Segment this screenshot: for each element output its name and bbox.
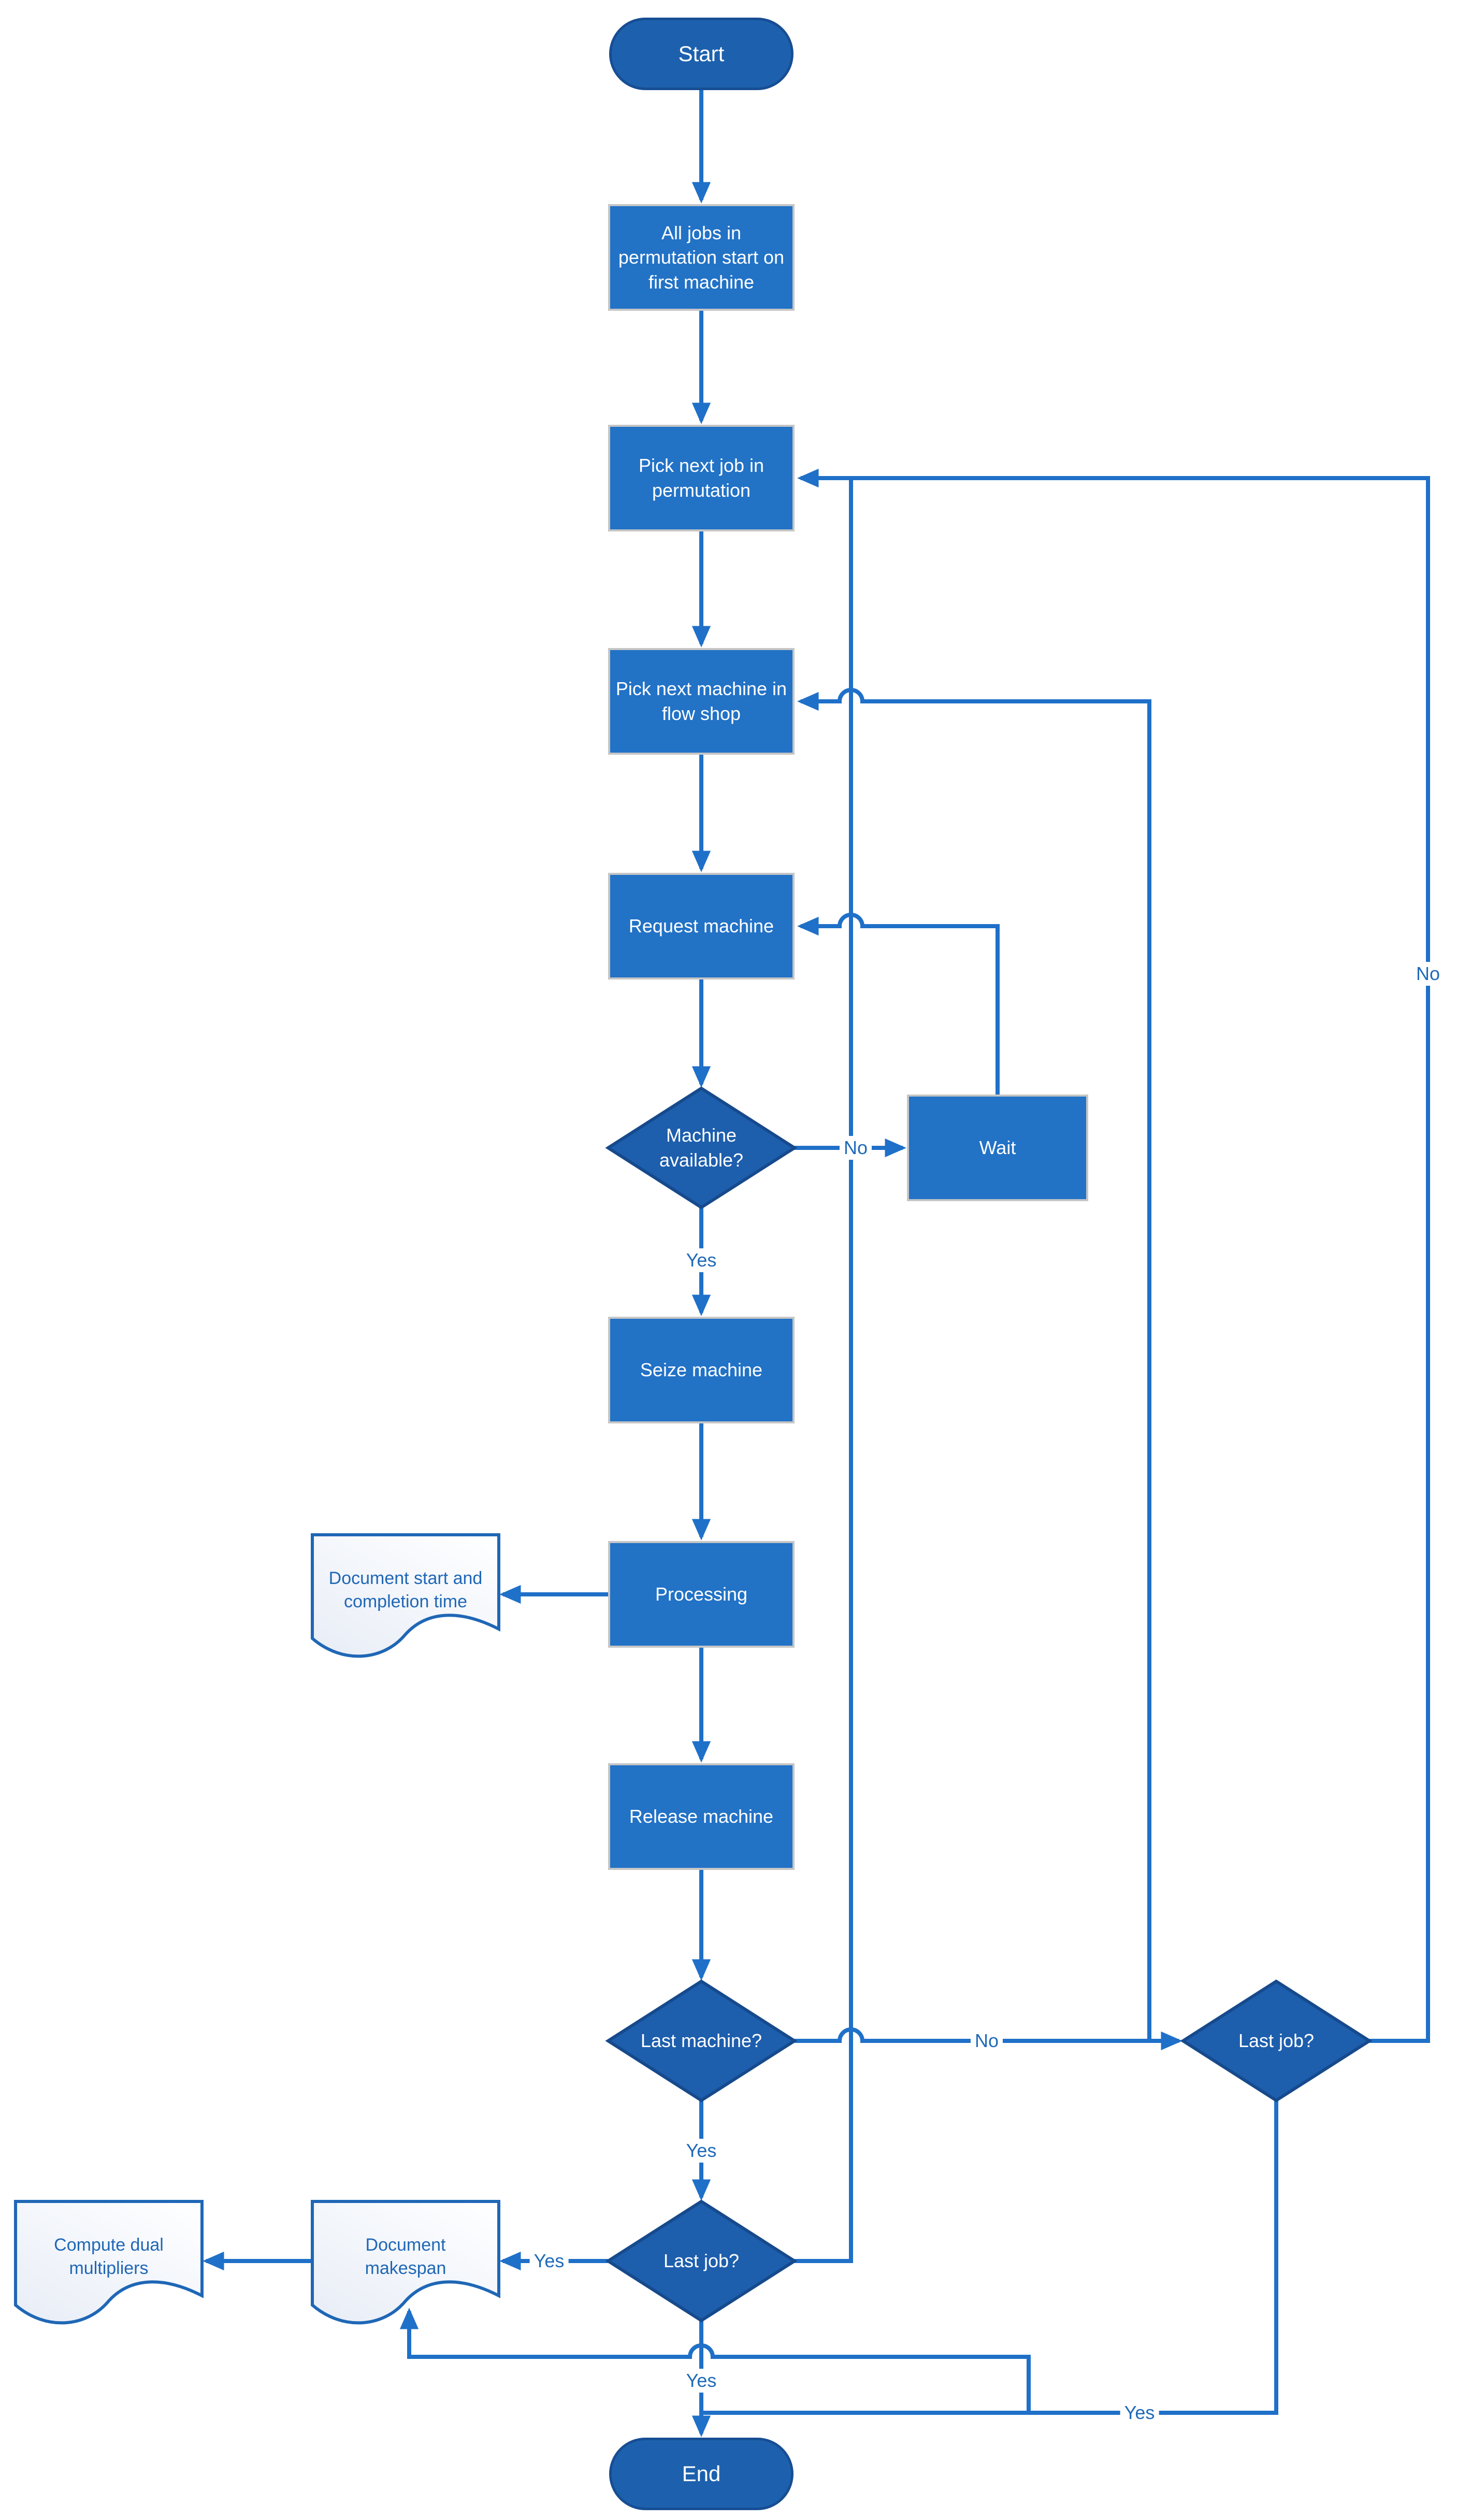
node-init: All jobs in permutation start on first m… [608, 204, 795, 311]
node-last-job-right: Last job? [1238, 2030, 1315, 2052]
edge-label-available-yes: Yes [682, 1248, 721, 1272]
edge-label-last-machine-no: No [970, 2029, 1003, 2053]
edge-label-last-job-yes-down: Yes [682, 2369, 721, 2393]
document-start-completion-shape [311, 1533, 500, 1658]
edge-last-job-right-no-to-pick-job [797, 468, 1430, 2043]
edge-last-job-no-loop-up [795, 478, 853, 2263]
node-last-job: Last job? [663, 2250, 740, 2272]
node-end: End [609, 2438, 794, 2510]
edge-label-last-machine-yes: Yes [682, 2139, 721, 2163]
edge-yes-branch-to-doc-makespan-bottom [399, 2308, 1031, 2413]
edge-wait-to-request [797, 913, 1000, 1095]
edge-label-last-job-yes-left: Yes [529, 2249, 569, 2273]
decision-last-job-right-shape [1180, 1979, 1373, 2103]
node-doc-makespan: Document makespan [365, 2235, 446, 2278]
node-pick-job: Pick next job in permutation [608, 425, 795, 531]
node-seize: Seize machine [608, 1317, 795, 1423]
decision-machine-available-shape [605, 1086, 798, 1209]
node-compute-dual: Compute dual multipliers [54, 2235, 164, 2278]
node-wait: Wait [907, 1095, 1088, 1201]
edge-label-last-job-right-yes: Yes [1120, 2401, 1159, 2425]
decision-last-machine-shape [605, 1979, 798, 2103]
edge-last-job-right-yes-down [701, 2100, 1278, 2415]
edge-label-last-job-right-no: No [1411, 962, 1445, 986]
node-last-machine: Last machine? [640, 2030, 762, 2052]
node-request: Request machine [608, 873, 795, 980]
node-start: Start [609, 18, 794, 90]
node-pick-machine: Pick next machine in flow shop [608, 648, 795, 755]
decision-last-job-shape [605, 2199, 798, 2323]
node-processing: Processing [608, 1541, 795, 1648]
node-machine-available: Machine available? [659, 1125, 744, 1171]
node-doc-times: Document start and completion time [328, 1568, 483, 1611]
document-compute-dual-shape [14, 2200, 204, 2325]
document-makespan-shape [311, 2200, 500, 2325]
node-release: Release machine [608, 1763, 795, 1870]
edge-label-available-no: No [839, 1136, 872, 1160]
